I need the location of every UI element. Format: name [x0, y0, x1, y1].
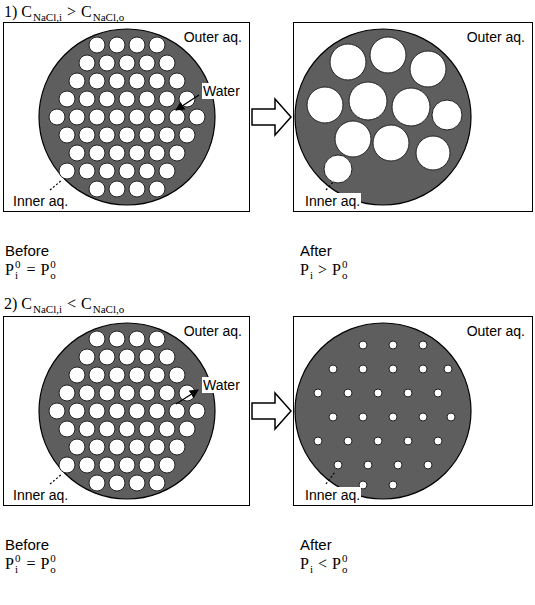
- water-flow-arrow: [176, 390, 198, 404]
- symbol-text: >: [318, 261, 327, 279]
- symbol-text: P: [5, 555, 14, 573]
- leader-line: [326, 472, 335, 484]
- symbol-text: <: [318, 555, 327, 573]
- oil-droplet: [295, 29, 471, 205]
- symbol-text: P: [300, 555, 309, 573]
- oil-droplet: [39, 29, 215, 205]
- symbol-text: i: [15, 270, 21, 281]
- emulsion-box: Outer aq. WaterInner aq.: [3, 316, 250, 506]
- subscript: i: [310, 269, 313, 281]
- equation-label: After: [300, 238, 332, 262]
- outer-phase-label: Outer aq.: [466, 29, 526, 45]
- swollen-droplets: [307, 37, 462, 183]
- superscript: 0: [342, 259, 348, 270]
- superscript: 0: [15, 259, 21, 270]
- water-label: Water: [202, 377, 241, 393]
- equation-label: Before: [5, 238, 49, 262]
- symbol-text: C: [81, 295, 92, 313]
- symbol-text: <: [67, 295, 76, 313]
- symbol-text: 1) C: [4, 3, 32, 21]
- equation-label: P0i=P0o: [5, 258, 57, 282]
- symbol-text: i: [15, 564, 21, 575]
- outer-phase-label: Outer aq.: [183, 29, 243, 45]
- inner-phase-label: Inner aq.: [304, 193, 361, 209]
- sub-superscript: 0o: [50, 553, 56, 575]
- oil-droplet: [39, 323, 215, 499]
- symbol-text: o: [342, 564, 348, 575]
- symbol-text: P: [5, 261, 14, 279]
- equation-label: P0i=P0o: [5, 552, 57, 576]
- superscript: 0: [15, 553, 21, 564]
- equation-label: 2) CNaCl,i < CNaCl,o: [4, 292, 124, 316]
- symbol-text: P: [40, 261, 49, 279]
- symbol-text: =: [26, 555, 35, 573]
- leader-line: [326, 181, 334, 190]
- subscript: NaCl,i: [33, 11, 62, 23]
- subscript: NaCl,i: [33, 303, 62, 315]
- superscript: 0: [50, 259, 56, 270]
- symbol-text: P: [332, 261, 341, 279]
- inner-phase-label: Inner aq.: [304, 487, 361, 503]
- inner-droplets: [49, 331, 205, 491]
- equation-label: Pi<P0o: [300, 552, 348, 576]
- symbol-text: o: [342, 270, 348, 281]
- sub-superscript: 0i: [15, 553, 21, 575]
- emulsion-box: Outer aq. Inner aq.: [293, 22, 533, 212]
- symbol-text: =: [26, 261, 35, 279]
- sub-superscript: 0o: [342, 259, 348, 281]
- sub-superscript: 0i: [15, 259, 21, 281]
- subscript: NaCl,o: [93, 303, 124, 315]
- outer-phase-label: Outer aq.: [466, 323, 526, 339]
- transition-arrow: [252, 393, 291, 429]
- symbol-text: 2) C: [4, 295, 32, 313]
- leader-line: [50, 474, 62, 484]
- state-label: After: [300, 242, 332, 259]
- subscript: i: [310, 563, 313, 575]
- superscript: 0: [50, 553, 56, 564]
- symbol-text: o: [50, 564, 56, 575]
- inner-phase-label: Inner aq.: [12, 487, 69, 503]
- emulsion-box: Outer aq. WaterInner aq.: [3, 22, 250, 212]
- sub-superscript: 0o: [50, 259, 56, 281]
- equation-label: Before: [5, 532, 49, 556]
- symbol-text: >: [67, 3, 76, 21]
- superscript: 0: [342, 553, 348, 564]
- subscript: NaCl,o: [93, 11, 124, 23]
- symbol-text: C: [81, 3, 92, 21]
- sub-superscript: 0o: [342, 553, 348, 575]
- symbol-text: P: [300, 261, 309, 279]
- equation-label: Pi>P0o: [300, 258, 348, 282]
- symbol-text: P: [40, 555, 49, 573]
- symbol-text: P: [332, 555, 341, 573]
- water-flow-arrow: [176, 95, 199, 110]
- emulsion-box: Outer aq. Inner aq.: [293, 316, 533, 506]
- shrunken-droplets: [314, 341, 455, 489]
- water-label: Water: [202, 83, 241, 99]
- inner-phase-label: Inner aq.: [12, 193, 69, 209]
- outer-phase-label: Outer aq.: [183, 323, 243, 339]
- oil-droplet: [295, 323, 471, 499]
- state-label: Before: [5, 536, 49, 553]
- state-label: After: [300, 536, 332, 553]
- transition-arrow: [252, 99, 291, 135]
- inner-droplets: [49, 37, 205, 197]
- equation-label: 1) CNaCl,i > CNaCl,o: [4, 0, 124, 24]
- symbol-text: o: [50, 270, 56, 281]
- leader-line: [50, 180, 62, 190]
- state-label: Before: [5, 242, 49, 259]
- equation-label: After: [300, 532, 332, 556]
